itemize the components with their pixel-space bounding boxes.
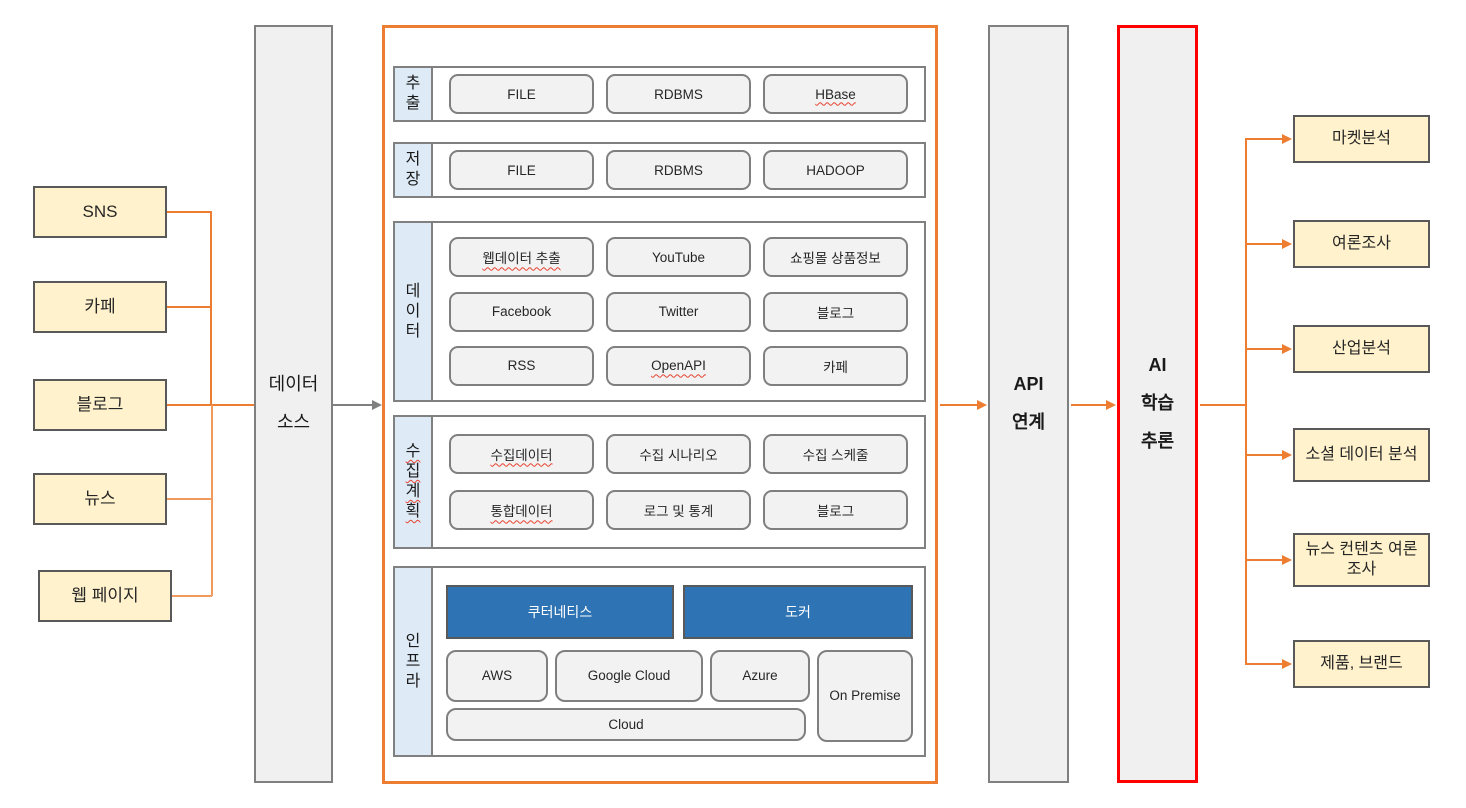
connector-line <box>1200 404 1246 406</box>
extract-item: FILE <box>449 74 594 114</box>
infra-on-premise-box: On Premise <box>817 650 913 742</box>
ai-label-line3: 추론 <box>1140 430 1175 451</box>
infra-aws-box: AWS <box>446 650 548 702</box>
section-infra: 인프라 쿠터네티스 도커 AWS Google Cloud Azure On P… <box>393 566 926 757</box>
data-item: YouTube <box>606 237 751 278</box>
plan-item: 통합데이터 <box>449 490 594 531</box>
connector-line <box>167 306 211 308</box>
section-infra-label: 인프라 <box>395 568 433 755</box>
section-data-label: 데이터 <box>395 223 433 400</box>
arrowhead-icon <box>1282 344 1292 354</box>
ai-label-line2: 학습 <box>1140 393 1175 414</box>
store-item: RDBMS <box>606 150 751 190</box>
connector-line <box>333 404 373 406</box>
source-box-news: 뉴스 <box>33 473 167 525</box>
api-label-line2: 연계 <box>1011 412 1046 432</box>
connector-line <box>1245 663 1283 665</box>
arrowhead-icon <box>1282 450 1292 460</box>
section-data: 데이터 웹데이터 추출 YouTube 쇼핑몰 상품정보 Facebook Tw… <box>393 221 926 402</box>
api-label-line1: API <box>1013 374 1044 395</box>
data-item: Facebook <box>449 291 594 332</box>
connector-line <box>1071 404 1107 406</box>
connector-line <box>1245 454 1283 456</box>
plan-item: 로그 및 통계 <box>606 490 751 531</box>
infra-kubernetes-box: 쿠터네티스 <box>446 585 674 639</box>
output-box-product-brand: 제품, 브랜드 <box>1293 640 1430 688</box>
output-box-news-content-poll: 뉴스 컨텐츠 여론조사 <box>1293 533 1430 587</box>
section-plan: 수집계획 수집데이터 수집 시나리오 수집 스케줄 통합데이터 로그 및 통계 … <box>393 415 926 549</box>
plan-item: 수집 스케줄 <box>763 433 908 474</box>
arrowhead-icon <box>372 400 382 410</box>
section-extract-label: 추출 <box>395 68 433 120</box>
source-box-blog: 블로그 <box>33 379 167 431</box>
output-box-industry-analysis: 산업분석 <box>1293 325 1430 373</box>
data-item: 쇼핑몰 상품정보 <box>763 237 908 278</box>
data-item: RSS <box>449 345 594 386</box>
connector-line <box>167 404 254 406</box>
connector-line <box>940 404 978 406</box>
section-store: 저장 FILE RDBMS HADOOP <box>393 142 926 198</box>
data-item: 블로그 <box>763 291 908 332</box>
connector-line <box>1245 243 1283 245</box>
section-store-label: 저장 <box>395 144 433 196</box>
data-source-label-line2: 소스 <box>276 412 311 432</box>
store-item: HADOOP <box>763 150 908 190</box>
arrowhead-icon <box>1282 134 1292 144</box>
plan-item: 수집데이터 <box>449 433 594 474</box>
connector-line <box>167 211 211 213</box>
connector-line <box>1245 348 1283 350</box>
data-item: Twitter <box>606 291 751 332</box>
infra-cloud-box: Cloud <box>446 708 806 741</box>
connector-line <box>211 405 213 596</box>
ai-label-line1: AI <box>1148 355 1167 376</box>
section-extract: 추출 FILE RDBMS HBase <box>393 66 926 122</box>
infra-azure-box: Azure <box>710 650 810 702</box>
connector-line <box>210 211 212 405</box>
arrowhead-icon <box>1282 239 1292 249</box>
infra-google-cloud-box: Google Cloud <box>555 650 703 702</box>
ai-column: AI 학습 추론 <box>1117 25 1198 783</box>
store-item: FILE <box>449 150 594 190</box>
plan-item: 블로그 <box>763 490 908 531</box>
connector-line <box>1245 559 1283 561</box>
section-plan-label: 수집계획 <box>395 417 433 547</box>
data-source-column: 데이터 소스 <box>254 25 333 783</box>
arrowhead-icon <box>1106 400 1116 410</box>
arrowhead-icon <box>1282 555 1292 565</box>
source-box-sns: SNS <box>33 186 167 238</box>
output-box-social-data-analysis: 소셜 데이터 분석 <box>1293 428 1430 482</box>
data-item: 카페 <box>763 345 908 386</box>
connector-line <box>167 498 212 500</box>
source-box-cafe: 카페 <box>33 281 167 333</box>
api-column: API 연계 <box>988 25 1069 783</box>
data-item: 웹데이터 추출 <box>449 237 594 278</box>
connector-line <box>1245 138 1247 665</box>
plan-item: 수집 시나리오 <box>606 433 751 474</box>
arrowhead-icon <box>977 400 987 410</box>
connector-line <box>172 595 212 597</box>
output-box-market-analysis: 마켓분석 <box>1293 115 1430 163</box>
source-box-webpage: 웹 페이지 <box>38 570 172 622</box>
data-source-label-line1: 데이터 <box>268 374 319 395</box>
data-item: OpenAPI <box>606 345 751 386</box>
infra-docker-box: 도커 <box>683 585 913 639</box>
connector-line <box>1245 138 1283 140</box>
arrowhead-icon <box>1282 659 1292 669</box>
extract-item: HBase <box>763 74 908 114</box>
extract-item: RDBMS <box>606 74 751 114</box>
output-box-opinion-poll: 여론조사 <box>1293 220 1430 268</box>
